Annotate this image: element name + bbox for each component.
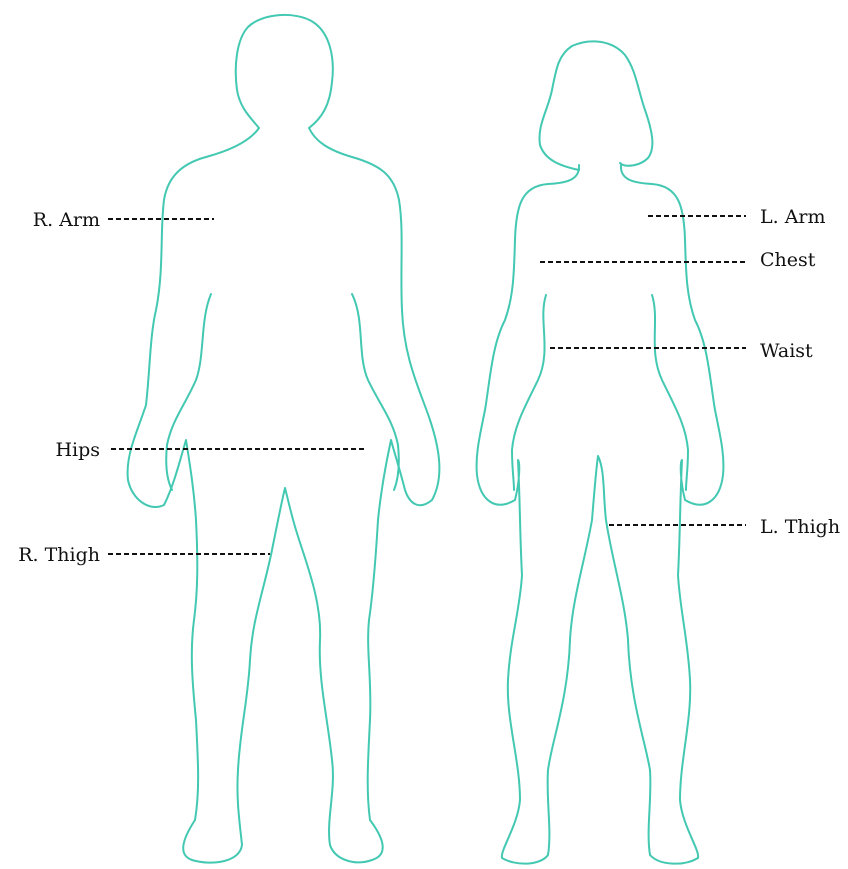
l-arm-label: L. Arm	[760, 206, 826, 228]
female-body-outline	[477, 165, 724, 864]
r-thigh-label: R. Thigh	[18, 544, 100, 566]
male-figure	[128, 15, 440, 863]
r-arm-label: R. Arm	[33, 209, 100, 231]
hips-label: Hips	[55, 439, 100, 461]
male-body-outline	[128, 15, 440, 863]
female-hair-outline	[539, 41, 652, 170]
male-inner-right-arm	[352, 294, 399, 490]
measurement-labels: R. Arm Hips R. Thigh L. Arm Chest Waist …	[18, 206, 840, 566]
waist-label: Waist	[760, 340, 813, 362]
l-thigh-label: L. Thigh	[760, 516, 840, 538]
female-figure	[477, 41, 724, 863]
chest-label: Chest	[760, 249, 816, 271]
